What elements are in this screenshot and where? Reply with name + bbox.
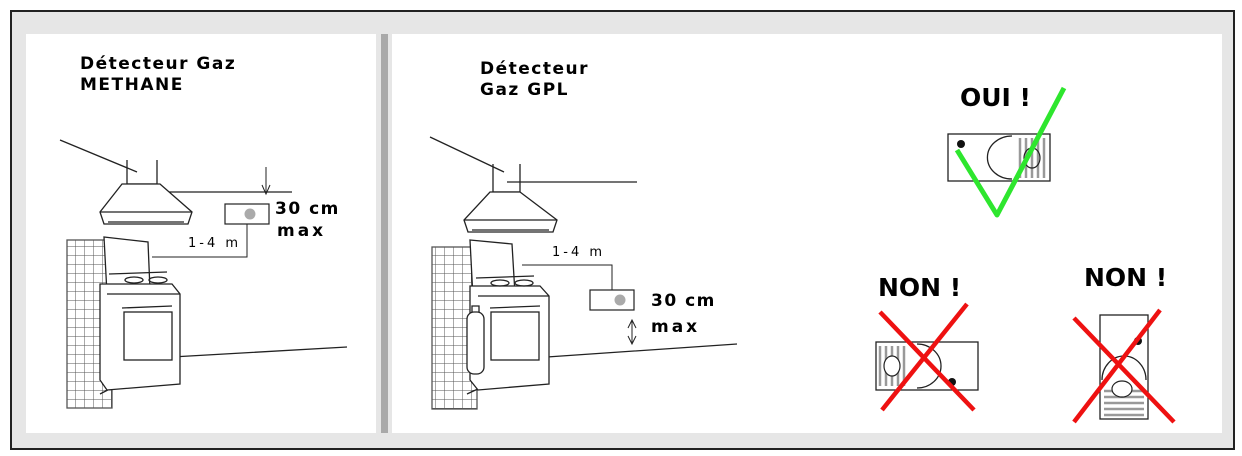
verdict-no-label-1: NON ! [878, 273, 962, 302]
gpl-detector-sensor [614, 294, 626, 306]
verdict-yes-label: OUI ! [960, 83, 1031, 112]
methane-detector-sensor [244, 208, 256, 220]
cross-mark-icon [878, 302, 976, 412]
verdict-no-label-2: NON ! [1084, 263, 1168, 292]
methane-height-label: 30 cm [275, 199, 340, 219]
methane-measure-lines [152, 167, 271, 258]
gpl-title-line2: Gaz GPL [480, 80, 569, 100]
gpl-distance-label: 1-4 m [552, 245, 606, 260]
line-drawings [59, 86, 1176, 424]
methane-distance-label: 1-4 m [188, 236, 242, 251]
gpl-measure-lines [522, 264, 637, 346]
methane-kitchen-illustration [59, 139, 348, 409]
methane-title-line2: METHANE [80, 75, 184, 95]
detector-wrong-orientation-1 [875, 341, 979, 391]
methane-title-line1: Détecteur Gaz [80, 54, 237, 74]
check-mark-icon [954, 86, 1067, 218]
gpl-height-unit: max [651, 317, 701, 337]
panel-divider [381, 34, 388, 433]
cross-mark-icon [1072, 308, 1176, 424]
gpl-title-line1: Détecteur [480, 59, 590, 79]
gpl-detector-box [589, 289, 635, 311]
gpl-kitchen-illustration [429, 136, 738, 410]
methane-height-unit: max [277, 221, 327, 241]
gpl-height-label: 30 cm [651, 291, 716, 311]
diagram-frame: Détecteur Gaz METHANE 1-4 m 30 cm max Dé… [10, 10, 1235, 450]
